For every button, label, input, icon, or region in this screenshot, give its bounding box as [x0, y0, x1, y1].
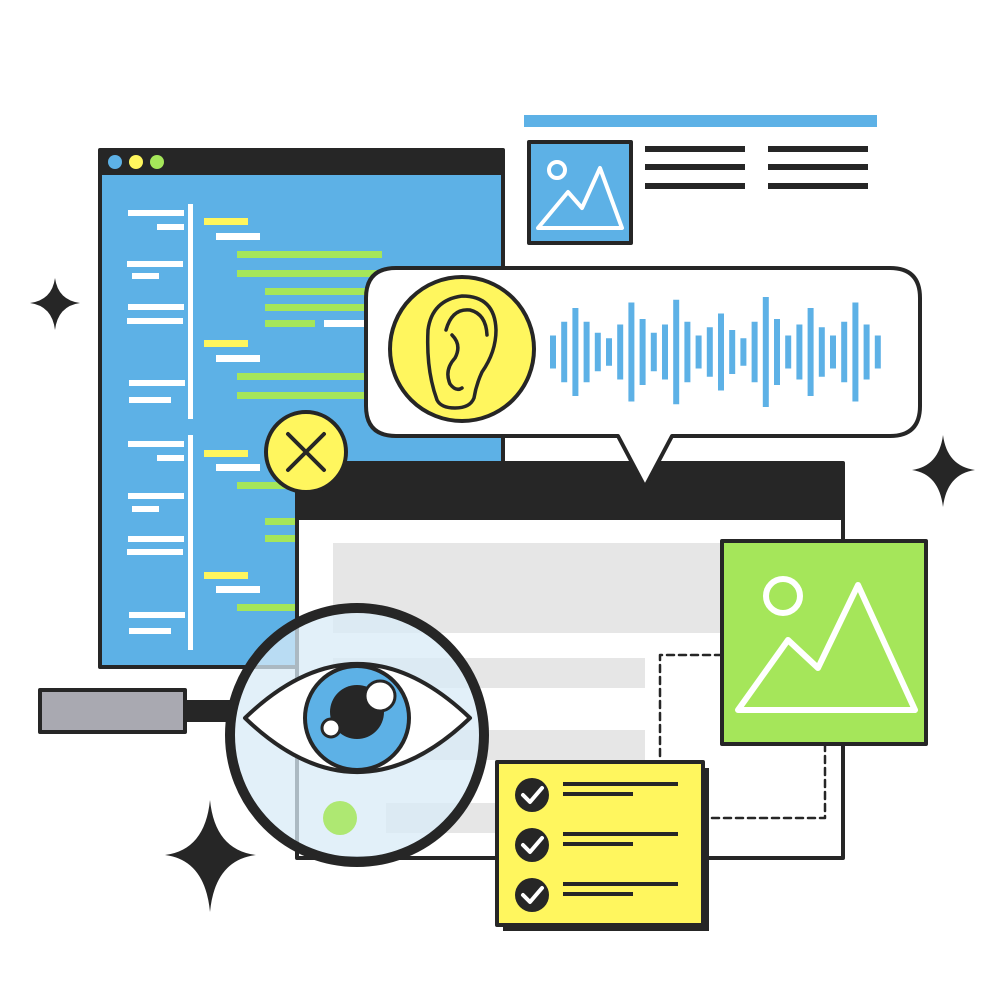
eye-icon	[243, 662, 472, 774]
soundwave-bar	[639, 319, 646, 385]
soundwave-bar	[830, 335, 836, 369]
soundwave-bar	[606, 338, 612, 366]
soundwave-bar	[818, 327, 825, 377]
soundwave-bar	[561, 321, 568, 383]
soundwave-bar	[785, 335, 792, 369]
soundwave-bar	[662, 324, 668, 380]
soundwave-bar	[718, 313, 724, 391]
sparkle-icon	[912, 435, 975, 507]
soundwave-bar	[874, 335, 881, 369]
soundwave-bar	[796, 324, 803, 380]
window-dot-green	[150, 155, 164, 169]
soundwave-bar	[729, 330, 736, 374]
soundwave-bar	[740, 338, 747, 366]
window-dot-yellow	[129, 155, 143, 169]
audio-speech-bubble	[364, 266, 922, 489]
checkmark-icon	[515, 878, 678, 912]
soundwave-icon	[550, 297, 881, 407]
soundwave-bar	[695, 335, 702, 369]
checkmark-icon	[515, 778, 678, 812]
image-icon	[527, 140, 633, 245]
soundwave-bar	[583, 321, 590, 383]
soundwave-bar	[684, 321, 691, 383]
soundwave-bar	[863, 324, 870, 380]
soundwave-bar	[673, 299, 680, 405]
soundwave-bar	[572, 308, 579, 396]
magnifier-icon	[38, 603, 489, 867]
close-icon	[264, 410, 348, 494]
connector-line	[658, 653, 827, 820]
content-card	[524, 115, 877, 245]
soundwave-bar	[774, 319, 780, 385]
green-dot	[323, 801, 357, 835]
checkmark-icon	[515, 828, 678, 862]
soundwave-bar	[617, 324, 624, 380]
soundwave-bar	[550, 335, 556, 369]
soundwave-bar	[751, 321, 758, 383]
soundwave-bar	[594, 332, 601, 372]
soundwave-bar	[841, 321, 848, 383]
soundwave-bar	[762, 297, 769, 407]
ear-icon	[388, 275, 536, 423]
soundwave-bar	[852, 302, 859, 402]
soundwave-bar	[706, 327, 713, 377]
soundwave-bar	[628, 302, 635, 402]
checklist-card	[495, 760, 709, 931]
sparkle-icon	[30, 278, 80, 330]
soundwave-bar	[650, 332, 657, 372]
window-dot-blue	[108, 155, 122, 169]
image-icon	[720, 539, 928, 746]
soundwave-bar	[807, 308, 814, 396]
sparkle-icon	[165, 800, 256, 912]
